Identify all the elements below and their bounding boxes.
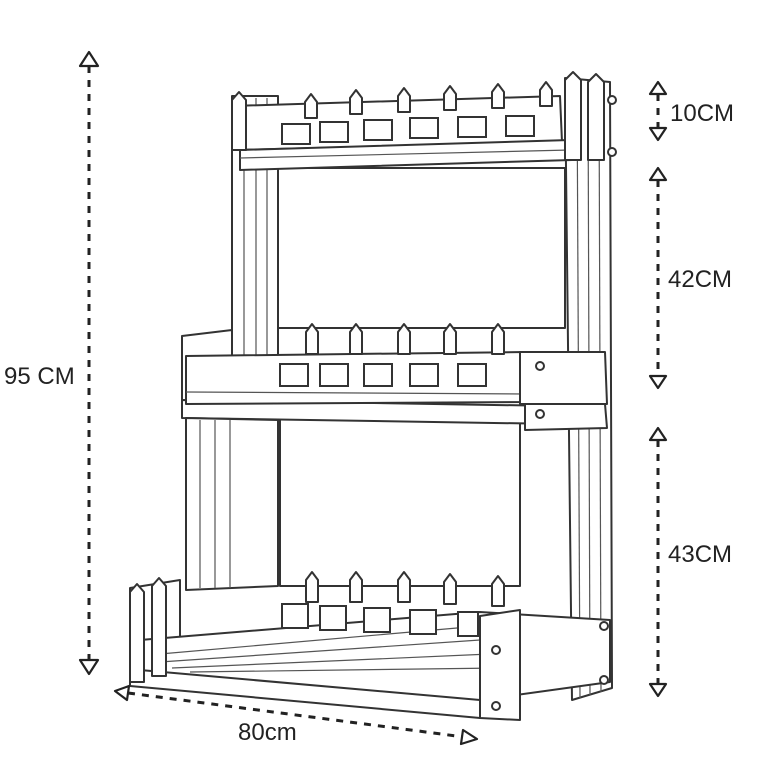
- bottom-tier: [129, 95, 617, 721]
- upper-back-opening: [277, 167, 566, 329]
- left-lower-post: [185, 417, 279, 591]
- middle-tier: [181, 323, 608, 431]
- width-label: 80cm: [238, 719, 297, 746]
- top-section-label: 10CM: [670, 100, 734, 127]
- bottom-section-label: 43CM: [668, 541, 732, 568]
- middle-section-label: 42CM: [668, 266, 732, 293]
- top-tier: [231, 71, 605, 171]
- top-section-dimension: [648, 80, 668, 142]
- middle-section-dimension: [648, 166, 668, 390]
- width-dimension: [113, 684, 479, 746]
- three-tier-shelf: [129, 71, 617, 721]
- bottom-section-dimension: [648, 426, 668, 698]
- total-height-dimension: [78, 50, 100, 676]
- total-height-label: 95 CM: [4, 363, 75, 390]
- lower-back-opening: [279, 417, 521, 587]
